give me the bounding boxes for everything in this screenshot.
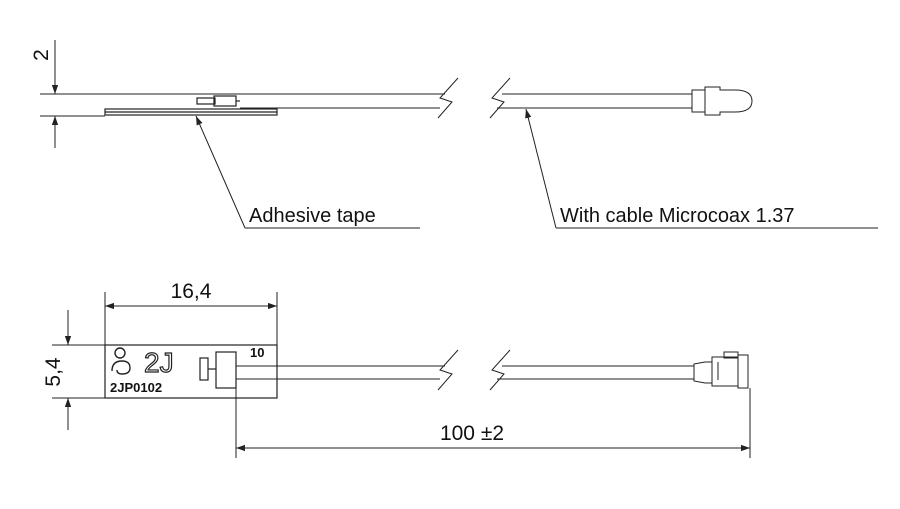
width-dimension: 16,4 <box>104 280 278 345</box>
marking-10: 10 <box>250 345 264 360</box>
callout-adhesive-tape-label: Adhesive tape <box>249 205 376 227</box>
top-antenna-body: 2J 2JP0102 10 <box>104 344 278 399</box>
top-view: 16,4 5,4 2J 2JP0102 10 <box>42 280 751 458</box>
side-antenna-body <box>104 95 278 116</box>
top-cable <box>236 349 749 391</box>
thickness-dimension: 2 <box>30 40 185 148</box>
cable-length-dimension: 100 ±2 <box>235 388 751 458</box>
cable-length-label: 100 ±2 <box>440 422 504 445</box>
logo-text: 2J <box>144 347 174 378</box>
width-dim-label: 16,4 <box>171 280 212 303</box>
height-dimension: 5,4 <box>42 310 105 430</box>
side-cable <box>185 77 753 119</box>
callout-adhesive-tape: Adhesive tape <box>195 115 420 229</box>
side-view: 2 Adhesive tape <box>30 40 878 229</box>
thickness-dim-label: 2 <box>30 49 53 61</box>
part-number: 2JP0102 <box>110 380 162 395</box>
callout-cable: With cable Microcoax 1.37 <box>525 108 878 229</box>
height-dim-label: 5,4 <box>42 357 65 387</box>
callout-cable-label: With cable Microcoax 1.37 <box>560 205 795 227</box>
